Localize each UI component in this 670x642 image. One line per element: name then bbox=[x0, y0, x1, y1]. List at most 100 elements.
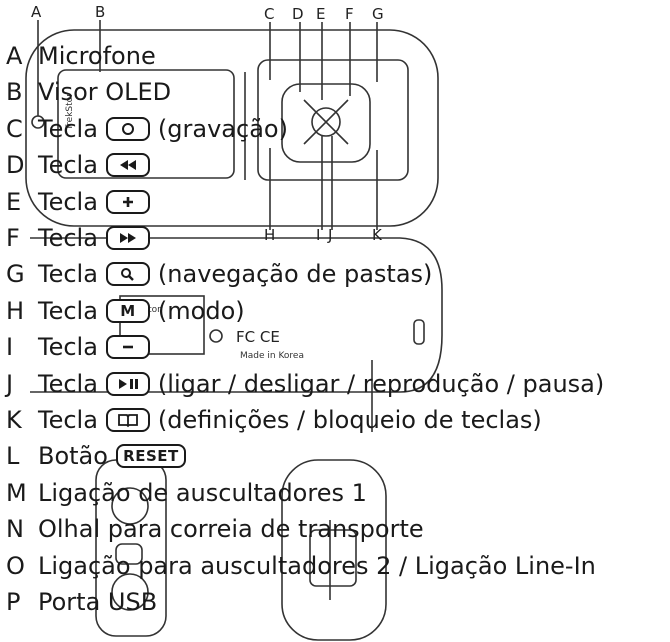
made-in-text: Made in Korea bbox=[240, 351, 304, 361]
key-label: RESET bbox=[123, 447, 179, 466]
legend-item: K Tecla (definições / bloqueio de teclas) bbox=[6, 402, 542, 438]
legend-item: O Ligação para auscultadores 2 / Ligação … bbox=[6, 548, 604, 584]
callout-letter-i: I bbox=[316, 226, 320, 244]
callout-letter-g: G bbox=[372, 5, 384, 23]
usb-port bbox=[309, 529, 357, 587]
legend-label: Ligação para auscultadores 2 / Ligação L… bbox=[38, 551, 596, 580]
rewind-key bbox=[105, 153, 150, 178]
legend-letter: M bbox=[6, 478, 27, 507]
legend-note: (navegação de pastas) bbox=[157, 260, 433, 289]
headphone-jack-1 bbox=[111, 487, 149, 525]
legend-item: F Tecla bbox=[6, 220, 150, 256]
legend-label: Microfone bbox=[38, 42, 156, 70]
label-plate bbox=[119, 295, 205, 355]
callout-letter-a: A bbox=[31, 3, 42, 21]
legend-letter: N bbox=[6, 515, 24, 544]
legend-letter: K bbox=[6, 406, 22, 434]
key-label: M bbox=[120, 301, 136, 320]
legend-letter: P bbox=[6, 588, 21, 616]
legend-item: G Tecla (navegação de pastas) bbox=[6, 256, 432, 292]
callout-letter-d: D bbox=[292, 5, 304, 23]
legend-letter: F bbox=[6, 224, 20, 252]
callout-letter-h: H bbox=[264, 226, 275, 244]
legend-item: B Visor OLED bbox=[6, 74, 179, 110]
legend-letter: D bbox=[6, 151, 25, 180]
clip-slot bbox=[413, 319, 425, 345]
device-back-body bbox=[30, 237, 443, 393]
callout-letter-c: C bbox=[264, 5, 274, 23]
headphone-jack-2 bbox=[111, 573, 149, 611]
legend-label: Ligação de auscultadores 1 bbox=[38, 478, 367, 507]
brand-vertical: TrekStor bbox=[65, 93, 75, 131]
cert-marks: FC CE bbox=[236, 328, 280, 346]
legend-note: (gravação) bbox=[157, 114, 288, 143]
legend-letter: C bbox=[6, 114, 23, 143]
legend-item: P Porta USB bbox=[6, 584, 165, 620]
legend-letter: J bbox=[6, 369, 14, 398]
record-key bbox=[105, 116, 150, 141]
magnifier-icon bbox=[116, 266, 140, 282]
fast-forward-key bbox=[105, 226, 150, 250]
legend-item: J Tecla (ligar / desligar / reprodução / p… bbox=[6, 366, 604, 402]
legend-item: C Tecla (gravação) bbox=[6, 111, 288, 147]
callout-letter-b: B bbox=[95, 3, 105, 21]
book-key bbox=[105, 408, 150, 432]
fast-forward-icon bbox=[114, 230, 142, 246]
plus-icon bbox=[116, 194, 140, 210]
legend-letter: O bbox=[6, 551, 25, 580]
record-icon bbox=[116, 121, 140, 137]
legend-label: Tecla bbox=[38, 151, 98, 180]
play-pause-icon bbox=[113, 376, 143, 392]
legend-item: N Olhal para correia de transporte bbox=[6, 511, 432, 547]
legend-label: Tecla bbox=[38, 224, 98, 252]
legend-label: Tecla bbox=[38, 296, 98, 325]
button-panel bbox=[257, 59, 409, 181]
device-front-body bbox=[25, 29, 439, 227]
legend-label: Visor OLED bbox=[38, 78, 172, 107]
legend-letter: I bbox=[6, 333, 14, 362]
legend-letter: A bbox=[6, 42, 23, 70]
minus-key bbox=[105, 335, 150, 360]
legend-letter: B bbox=[6, 78, 23, 107]
legend-item: E Tecla bbox=[6, 184, 150, 220]
oled-display bbox=[57, 69, 235, 179]
key-m: M bbox=[105, 298, 150, 323]
legend-item: M Ligação de auscultadores 1 bbox=[6, 475, 375, 511]
callout-lines bbox=[37, 20, 378, 230]
legend-letter: G bbox=[6, 260, 25, 289]
legend-note: (ligar / desligar / reprodução / pausa) bbox=[157, 369, 605, 398]
callout-letter-j: J bbox=[327, 226, 332, 244]
legend-letter: H bbox=[6, 296, 25, 325]
legend-label: Tecla bbox=[38, 260, 98, 289]
legend-label: Tecla bbox=[38, 333, 98, 362]
legend-item: D Tecla bbox=[6, 147, 150, 183]
legend-label: Tecla bbox=[38, 187, 98, 216]
book-icon bbox=[115, 412, 141, 428]
nav-cross bbox=[303, 99, 349, 145]
plus-key bbox=[105, 189, 150, 214]
key-reset: RESET bbox=[115, 444, 186, 469]
callout-letter-f: F bbox=[345, 5, 354, 23]
nav-pad bbox=[281, 83, 371, 163]
minus-icon bbox=[116, 339, 140, 355]
play-pause-key bbox=[105, 371, 150, 396]
rewind-icon bbox=[114, 157, 142, 173]
screw-hole bbox=[209, 329, 223, 343]
legend-letter: E bbox=[6, 187, 22, 216]
callout-letter-e: E bbox=[316, 5, 325, 23]
magnifier-key bbox=[105, 262, 150, 287]
legend-item: A Microfone bbox=[6, 38, 164, 74]
legend-label: Tecla bbox=[38, 369, 98, 398]
legend-note: (definições / bloqueio de teclas) bbox=[157, 406, 542, 434]
legend-item: I Tecla bbox=[6, 329, 150, 365]
legend-note: (modo) bbox=[157, 296, 245, 325]
callout-letter-k: K bbox=[372, 226, 383, 244]
legend-label: Porta USB bbox=[38, 588, 158, 616]
legend-label: Tecla bbox=[38, 114, 98, 143]
legend-label: Tecla bbox=[38, 406, 98, 434]
center-button bbox=[311, 107, 341, 137]
strap-eyelet bbox=[115, 543, 143, 565]
legend-label: Olhal para correia de transporte bbox=[38, 515, 424, 544]
